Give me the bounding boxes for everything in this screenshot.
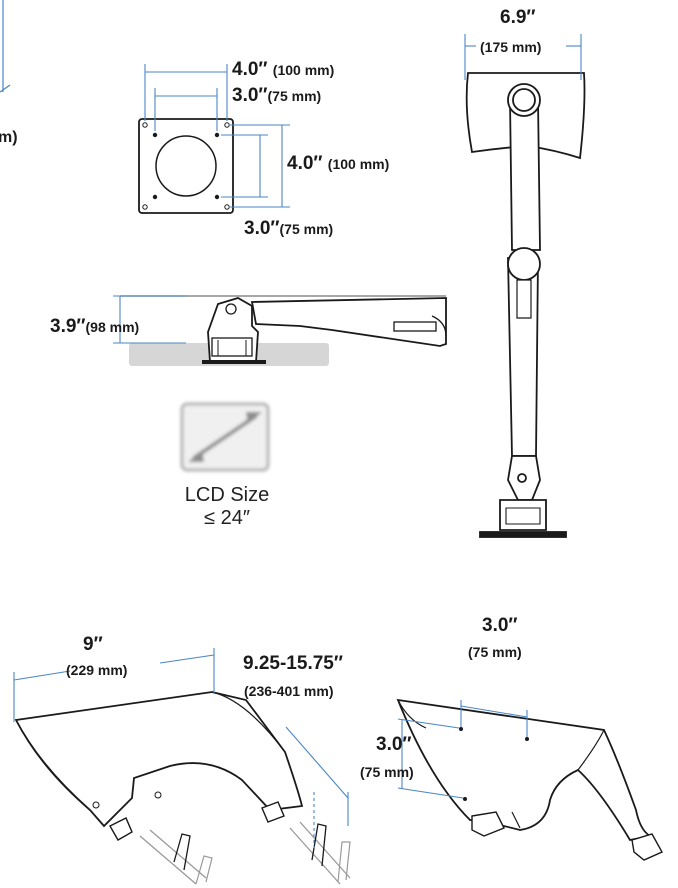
tray-hole-dimension-lines [397,700,528,799]
left-edge-dimension-fragment [0,0,11,93]
pole-bracket-width-mm: (175 mm) [480,39,542,55]
clamp-side-view [120,295,447,366]
keyboard-tray-perspective [14,691,351,885]
tray-hole-vertical-mm: (75 mm) [360,764,414,780]
lcd-size-limit: ≤ 24″ [204,507,250,529]
vesa-outer-height-mm: (100 mm) [327,156,390,172]
vesa-inner-width-label: 3.0″(75 mm) [232,86,321,105]
vesa-outer-width-label: 4.0″ (100 mm) [232,60,334,79]
tray-dimension-lines [13,648,349,848]
lcd-size-icon [180,402,270,472]
pole-arm-front-view [465,72,586,538]
clearance-label: 3.9″(98 mm) [50,317,139,336]
tray-hole-vertical-value: 3.0″ [376,734,412,755]
pole-bracket-dimension-lines [464,34,582,80]
vesa-plate [138,118,234,214]
clearance-mm: (98 mm) [85,319,140,335]
tray-width-value: 9″ [83,634,103,655]
vesa-outer-width-value: 4.0″ [232,59,268,80]
tray-depth-mm: (236-401 mm) [244,683,334,699]
vesa-outer-width-mm: (100 mm) [272,62,335,78]
clearance-value: 3.9″ [50,316,86,337]
vesa-inner-height-label: 3.0″(75 mm) [244,219,333,238]
left-edge-mm-label: m) [0,129,18,146]
lcd-size-label: LCD Size ≤ 24″ [160,484,294,530]
vesa-inner-width-mm: (75 mm) [267,88,322,104]
tray-hole-horizontal-mm: (75 mm) [468,644,522,660]
clearance-dimension-lines [113,295,186,344]
vesa-outer-height-label: 4.0″ (100 mm) [287,154,389,173]
tray-hole-horizontal-value: 3.0″ [482,615,518,636]
vesa-dimension-lines [144,64,290,208]
tray-width-mm: (229 mm) [66,662,128,678]
vesa-outer-height-value: 4.0″ [287,153,323,174]
lcd-size-title: LCD Size [184,484,270,506]
vesa-inner-width-value: 3.0″ [232,85,268,106]
tray-depth-value: 9.25-15.75″ [243,653,343,674]
keyboard-tray-underside [396,698,663,861]
pole-bracket-width-value: 6.9″ [500,7,536,28]
vesa-inner-height-mm: (75 mm) [279,221,334,237]
vesa-inner-height-value: 3.0″ [244,218,280,239]
